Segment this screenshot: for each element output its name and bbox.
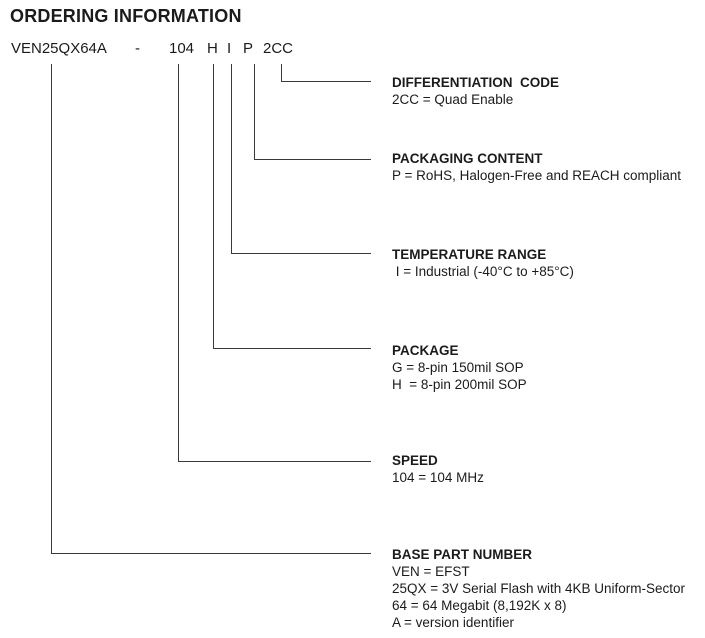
part-number-segment-temperature: I (227, 40, 232, 57)
connector-packaging-content (254, 64, 371, 160)
callout-packaging-content: PACKAGING CONTENT P = RoHS, Halogen-Free… (392, 150, 702, 184)
callout-title: PACKAGING CONTENT (392, 151, 543, 166)
part-number-segment-speed: 104 (169, 40, 195, 57)
callout-line: 104 = 104 MHz (392, 470, 484, 485)
connector-base-part-number (51, 64, 371, 554)
connector-speed (178, 64, 371, 462)
callout-package: PACKAGE G = 8-pin 150mil SOP H = 8-pin 2… (392, 342, 702, 393)
callout-line: I = Industrial (-40°C to +85°C) (392, 264, 574, 279)
connector-temperature-range (231, 64, 371, 254)
callout-temperature-range: TEMPERATURE RANGE I = Industrial (-40°C … (392, 246, 702, 280)
callout-line: H = 8-pin 200mil SOP (392, 377, 527, 392)
part-number-segment-base: VEN25QX64A (11, 40, 107, 57)
part-number-segment-packaging: P (243, 40, 254, 57)
callout-title: DIFFERENTIATION CODE (392, 75, 559, 90)
callout-title: SPEED (392, 453, 438, 468)
callout-line: VEN = EFST (392, 564, 470, 579)
callout-title: BASE PART NUMBER (392, 547, 533, 562)
callout-title: TEMPERATURE RANGE (392, 247, 547, 262)
callout-line: G = 8-pin 150mil SOP (392, 360, 524, 375)
callout-differentiation-code: DIFFERENTIATION CODE 2CC = Quad Enable (392, 74, 702, 108)
callout-base-part-number: BASE PART NUMBER VEN = EFST 25QX = 3V Se… (392, 546, 702, 631)
callout-line: 2CC = Quad Enable (392, 92, 514, 107)
callout-line: 64 = 64 Megabit (8,192K x 8) (392, 598, 567, 613)
callout-line: 25QX = 3V Serial Flash with 4KB Uniform-… (392, 581, 685, 596)
part-number-segment-differentiation: 2CC (263, 40, 294, 57)
callout-line: P = RoHS, Halogen-Free and REACH complia… (392, 168, 682, 183)
connector-differentiation-code (281, 64, 371, 82)
connector-package (213, 64, 371, 349)
part-number-segment-package: H (207, 40, 218, 57)
callout-title: PACKAGE (392, 343, 459, 358)
callout-speed: SPEED 104 = 104 MHz (392, 452, 702, 486)
part-number-separator: - (135, 40, 140, 57)
page-title: ORDERING INFORMATION (10, 6, 242, 26)
callout-line: A = version identifier (392, 615, 514, 630)
